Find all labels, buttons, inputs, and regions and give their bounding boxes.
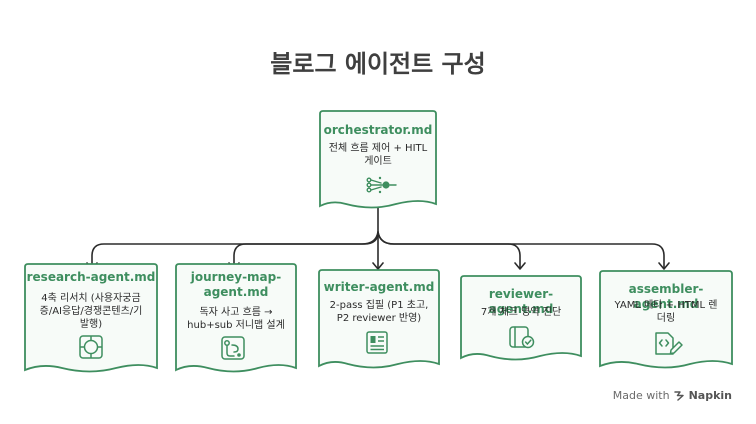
node-writer-desc: 2-pass 집필 (P1 초고, P2 reviewer 반영) xyxy=(319,299,439,325)
node-research-shape xyxy=(24,263,158,373)
diagram-title: 블로그 에이전트 구성 xyxy=(270,50,486,78)
desc-line: 7개 체크 영역 진단 xyxy=(480,307,562,318)
node-orchestrator-desc: 전체 흐름 제어 + HITL 게이트 xyxy=(320,142,436,168)
node-reviewer-title: reviewer-agent.md xyxy=(461,287,581,317)
desc-line: 더링 xyxy=(656,313,676,324)
desc-line: 2-pass 집필 (P1 초고, xyxy=(329,300,429,311)
connector-lines xyxy=(91,207,665,269)
node-research-desc: 4축 리서치 (사용자궁금 증/AI응답/경쟁콘텐츠/기 발행) xyxy=(25,292,157,331)
target-icon xyxy=(79,335,103,359)
node-writer-title: writer-agent.md xyxy=(319,280,439,295)
node-reviewer-agent xyxy=(460,275,582,361)
check-badge-icon xyxy=(509,326,535,349)
made-with-label: Made with xyxy=(612,389,670,402)
title-line: research-agent.md xyxy=(26,270,156,284)
desc-line: 발행) xyxy=(79,319,103,330)
node-assembler-shape xyxy=(599,270,733,369)
hub-network-icon xyxy=(366,176,397,194)
node-writer-shape xyxy=(318,269,440,369)
napkin-brand-label: Napkin xyxy=(688,389,732,402)
node-assembler-title: assembler-agent.md xyxy=(600,282,732,312)
title-line: agent.md xyxy=(203,285,269,299)
node-writer-agent xyxy=(318,269,440,369)
node-journey-title: journey-map- agent.md xyxy=(176,270,296,300)
document-icon xyxy=(366,331,388,354)
napkin-logo-icon xyxy=(673,391,684,401)
desc-line: 게이트 xyxy=(364,156,392,167)
title-line: assembler-agent.md xyxy=(628,282,704,311)
node-reviewer-shape xyxy=(460,275,582,361)
code-edit-icon xyxy=(655,332,683,355)
title-line: writer-agent.md xyxy=(323,280,435,294)
arrowhead-assembler xyxy=(658,262,670,270)
desc-line: 전체 흐름 제어 + HITL xyxy=(328,143,428,154)
arrowhead-reviewer xyxy=(514,262,526,270)
title-line: journey-map- xyxy=(190,270,282,284)
node-research-agent xyxy=(24,263,158,373)
desc-line: 4축 리서치 (사용자궁금 xyxy=(41,293,141,304)
desc-line: YAML 메타 + HTML 렌 xyxy=(614,300,718,311)
connector-to-research xyxy=(91,231,379,269)
desc-line: P2 reviewer 반영) xyxy=(336,313,422,324)
route-map-icon xyxy=(221,336,245,360)
desc-line: 독자 사고 흐름 → xyxy=(199,307,273,318)
node-research-title: research-agent.md xyxy=(25,270,157,285)
node-assembler-desc: YAML 메타 + HTML 렌 더링 xyxy=(600,299,732,325)
desc-line: 증/AI응답/경쟁콘텐츠/기 xyxy=(39,306,143,317)
node-orchestrator xyxy=(319,110,437,209)
node-journey-map-agent xyxy=(175,263,297,373)
connector-to-reviewer xyxy=(377,231,521,269)
connector-to-assembler xyxy=(377,231,665,269)
connector-to-journey xyxy=(233,231,379,269)
node-journey-desc: 독자 사고 흐름 → hub+sub 저니맵 설계 xyxy=(176,306,296,332)
node-journey-shape xyxy=(175,263,297,373)
arrowhead-writer xyxy=(372,262,384,270)
node-reviewer-desc: 7개 체크 영역 진단 xyxy=(461,306,581,319)
made-with-napkin-badge[interactable]: Made with Napkin xyxy=(613,389,732,402)
node-orchestrator-title: orchestrator.md xyxy=(323,123,433,137)
desc-line: hub+sub 저니맵 설계 xyxy=(187,320,285,331)
title-line: reviewer-agent.md xyxy=(488,287,554,316)
node-assembler-agent xyxy=(599,270,733,369)
node-orchestrator-shape xyxy=(319,110,437,209)
